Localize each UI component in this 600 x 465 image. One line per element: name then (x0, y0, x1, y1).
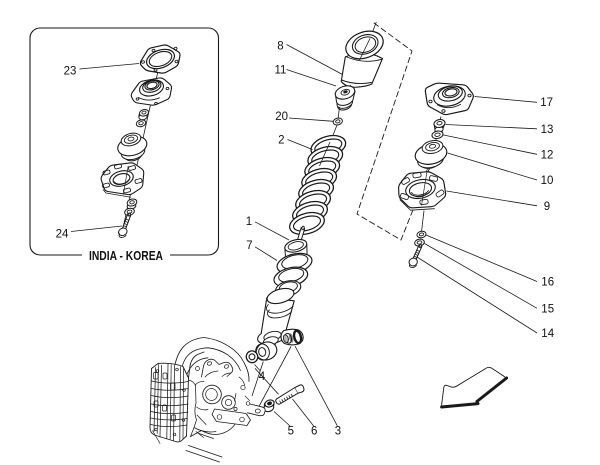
svg-text:8: 8 (277, 41, 283, 53)
svg-text:9: 9 (544, 201, 550, 213)
svg-text:5: 5 (288, 426, 294, 438)
svg-text:23: 23 (64, 66, 77, 78)
svg-text:16: 16 (541, 277, 554, 289)
svg-text:6: 6 (311, 426, 317, 438)
svg-text:13: 13 (541, 124, 554, 136)
svg-text:20: 20 (275, 111, 288, 123)
svg-text:11: 11 (275, 65, 287, 77)
svg-text:1: 1 (246, 216, 252, 228)
svg-text:15: 15 (541, 303, 554, 315)
svg-text:2: 2 (278, 135, 284, 147)
svg-text:17: 17 (540, 97, 553, 109)
svg-text:3: 3 (335, 426, 341, 438)
svg-text:4: 4 (259, 371, 266, 383)
svg-text:24: 24 (56, 229, 69, 241)
svg-text:10: 10 (541, 175, 554, 187)
svg-text:12: 12 (541, 149, 554, 161)
svg-text:INDIA - KOREA: INDIA - KOREA (89, 248, 163, 263)
svg-text:14: 14 (541, 328, 554, 340)
svg-text:7: 7 (246, 240, 252, 252)
